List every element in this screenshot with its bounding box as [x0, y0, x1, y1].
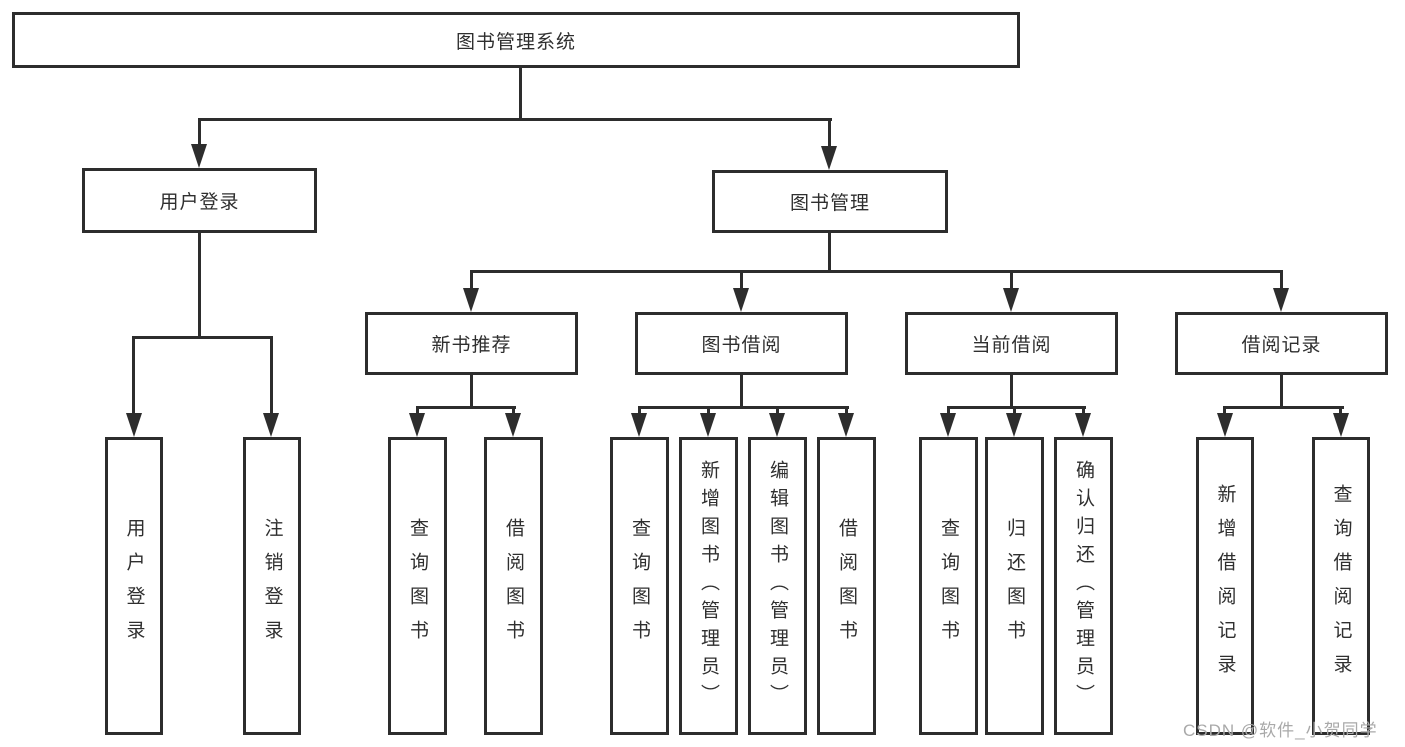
leaf-query-books-recommend: 查询图书 — [388, 437, 447, 735]
leaf-confirm-return-admin-label: 确认归还（管理员） — [1073, 460, 1094, 712]
node-user-login-label: 用户登录 — [159, 192, 240, 213]
leaf-borrow-books-recommend: 借阅图书 — [484, 437, 543, 735]
leaf-confirm-return-admin: 确认归还（管理员） — [1054, 437, 1113, 735]
leaf-user-login-label: 用户登录 — [123, 518, 145, 654]
connector-leaf-drop — [1223, 406, 1226, 416]
connector-leaf-drop — [776, 406, 779, 416]
connector-drop-logout-leaf — [270, 336, 273, 413]
leaf-add-books-admin-label: 新增图书（管理员） — [698, 460, 719, 712]
arrowhead-down-icon — [838, 413, 854, 437]
connector-user-login-stem — [198, 233, 201, 336]
leaf-add-books-admin: 新增图书（管理员） — [679, 437, 738, 735]
leaf-return-books: 归还图书 — [985, 437, 1044, 735]
arrowhead-down-icon — [733, 288, 749, 312]
arrowhead-down-icon — [631, 413, 647, 437]
node-book-management: 图书管理 — [712, 170, 948, 233]
leaf-add-borrow-record: 新增借阅记录 — [1196, 437, 1254, 735]
arrowhead-down-icon — [700, 413, 716, 437]
leaf-borrow-books-recommend-label: 借阅图书 — [503, 518, 524, 654]
arrowhead-down-icon — [1333, 413, 1349, 437]
node-root-label: 图书管理系统 — [455, 31, 576, 53]
leaf-edit-books-admin-label: 编辑图书（管理员） — [767, 460, 788, 712]
node-current-borrow: 当前借阅 — [905, 312, 1118, 375]
arrowhead-down-icon — [1217, 413, 1233, 437]
connector-leaf-drop — [707, 406, 710, 416]
leaf-query-borrow-record: 查询借阅记录 — [1312, 437, 1370, 735]
connector-leaf-drop — [416, 406, 419, 416]
connector-drop-current-borrow — [1010, 270, 1013, 288]
arrowhead-down-icon — [263, 413, 279, 437]
arrowhead-down-icon — [940, 413, 956, 437]
arrowhead-down-icon — [821, 146, 837, 170]
connector-user-login-bus — [132, 336, 273, 339]
connector-root-bus — [198, 118, 832, 121]
node-book-borrow: 图书借阅 — [635, 312, 848, 375]
leaf-query-books-current: 查询图书 — [919, 437, 978, 735]
connector-drop-book-management — [828, 118, 831, 148]
node-new-book-recommend: 新书推荐 — [365, 312, 578, 375]
leaf-add-borrow-record-label: 新增借阅记录 — [1214, 484, 1236, 688]
connector-leaf-drop — [638, 406, 641, 416]
connector-borrow-records-bus — [1224, 406, 1344, 409]
arrowhead-down-icon — [505, 413, 521, 437]
node-borrow-records: 借阅记录 — [1175, 312, 1388, 375]
connector-borrow-records-stem — [1280, 375, 1283, 406]
arrowhead-down-icon — [1273, 288, 1289, 312]
connector-leaf-drop — [845, 406, 848, 416]
connector-drop-user-login — [198, 118, 201, 146]
node-new-book-recommend-label: 新书推荐 — [431, 335, 512, 356]
leaf-edit-books-admin: 编辑图书（管理员） — [748, 437, 807, 735]
arrowhead-down-icon — [463, 288, 479, 312]
node-borrow-records-label: 借阅记录 — [1241, 335, 1322, 356]
node-root: 图书管理系统 — [12, 12, 1020, 68]
connector-leaf-drop — [512, 406, 515, 416]
leaf-borrow-books-label: 借阅图书 — [836, 518, 857, 654]
connector-book-borrow-bus — [638, 406, 849, 409]
arrowhead-down-icon — [409, 413, 425, 437]
connector-drop-book-borrow — [740, 270, 743, 288]
leaf-logout: 注销登录 — [243, 437, 301, 735]
connector-current-borrow-bus — [947, 406, 1086, 409]
connector-drop-new-book — [470, 270, 473, 288]
leaf-query-books-borrow-label: 查询图书 — [629, 518, 650, 654]
csdn-watermark: CSDN @软件_小贺同学 — [1183, 721, 1378, 740]
leaf-borrow-books: 借阅图书 — [817, 437, 876, 735]
node-book-management-label: 图书管理 — [789, 193, 870, 214]
connector-book-borrow-stem — [740, 375, 743, 406]
leaf-query-borrow-record-label: 查询借阅记录 — [1330, 484, 1352, 688]
leaf-query-books-borrow: 查询图书 — [610, 437, 669, 735]
arrowhead-down-icon — [1006, 413, 1022, 437]
node-current-borrow-label: 当前借阅 — [971, 335, 1052, 356]
leaf-query-books-current-label: 查询图书 — [938, 518, 959, 654]
connector-leaf-drop — [1013, 406, 1016, 416]
arrowhead-down-icon — [1003, 288, 1019, 312]
connector-root-stem — [519, 68, 522, 118]
node-user-login: 用户登录 — [82, 168, 317, 233]
leaf-query-books-recommend-label: 查询图书 — [407, 518, 428, 654]
arrowhead-down-icon — [126, 413, 142, 437]
connector-leaf-drop — [947, 406, 950, 416]
leaf-user-login: 用户登录 — [105, 437, 163, 735]
arrowhead-down-icon — [1075, 413, 1091, 437]
connector-new-book-stem — [470, 375, 473, 406]
connector-book-management-bus — [470, 270, 1283, 273]
leaf-return-books-label: 归还图书 — [1004, 518, 1025, 654]
leaf-logout-label: 注销登录 — [261, 518, 283, 654]
arrowhead-down-icon — [191, 144, 207, 168]
connector-book-management-stem — [828, 233, 831, 270]
connector-drop-borrow-records — [1280, 270, 1283, 288]
connector-leaf-drop — [1082, 406, 1085, 416]
node-book-borrow-label: 图书借阅 — [701, 335, 782, 356]
connector-current-borrow-stem — [1010, 375, 1013, 406]
connector-new-book-bus — [416, 406, 516, 409]
connector-leaf-drop — [1339, 406, 1342, 416]
arrowhead-down-icon — [769, 413, 785, 437]
connector-drop-login-leaf — [132, 336, 135, 413]
